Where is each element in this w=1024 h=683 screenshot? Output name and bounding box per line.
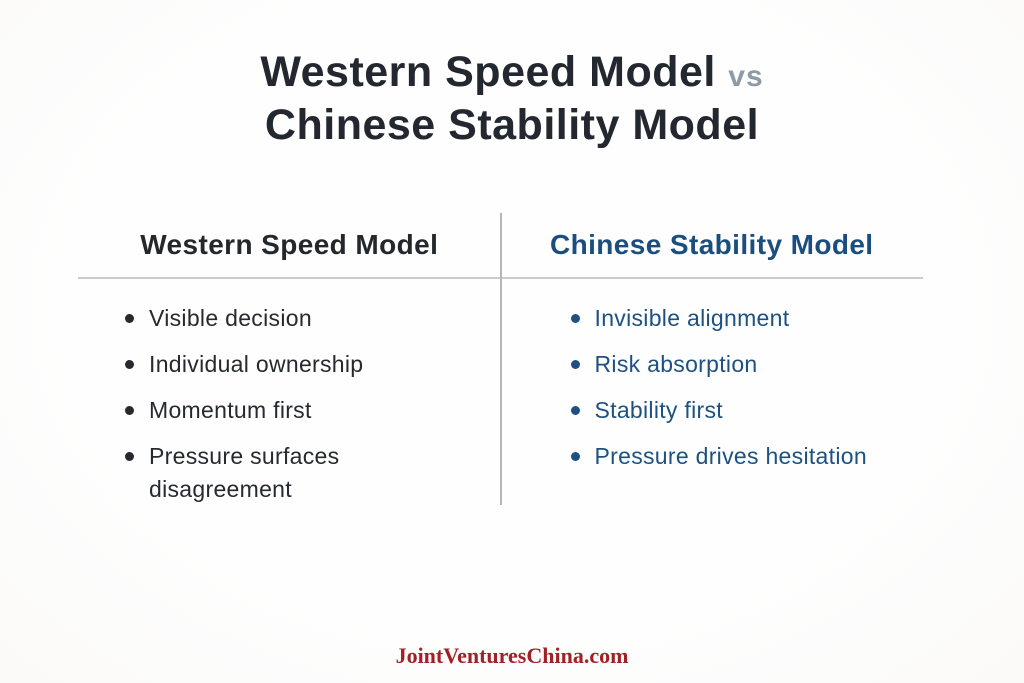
right-bullet-list: Invisible alignment Risk absorption Stab…: [569, 279, 899, 473]
list-item-label: Visible decision: [149, 305, 312, 331]
list-item-label: Pressure drives hesitation: [594, 443, 867, 469]
list-item: Risk absorption: [569, 348, 899, 381]
list-item: Visible decision: [123, 302, 403, 335]
list-item-label: Individual ownership: [149, 351, 364, 377]
list-item: Stability first: [569, 394, 899, 427]
bullet-dot: [125, 406, 134, 415]
list-item: Momentum first: [123, 394, 403, 427]
comparison-table: Western Speed Model Chinese Stability Mo…: [78, 213, 923, 505]
website-footer: JointVenturesChina.com: [395, 643, 629, 668]
bullet-dot: [125, 360, 134, 369]
list-item: Invisible alignment: [569, 302, 899, 335]
bullet-dot: [125, 452, 134, 461]
list-item-label: Momentum first: [149, 397, 312, 423]
left-bullet-list: Visible decision Individual ownership Mo…: [123, 279, 423, 506]
list-item-label: Stability first: [594, 397, 723, 423]
title-vs: vs: [728, 60, 764, 93]
title-line1: Western Speed Model: [260, 48, 716, 96]
list-item: Pressure drives hesitation: [569, 440, 899, 473]
bullet-dot: [570, 360, 580, 369]
vertical-divider: [499, 213, 502, 505]
title-line2: Chinese Stability Model: [264, 101, 760, 149]
list-item: Pressure surfaces disagreement: [123, 440, 403, 506]
bullet-dot: [570, 314, 580, 323]
slide-title: Western Speed Model vs Chinese Stability…: [22, 48, 1002, 150]
right-column-header: Chinese Stability Model: [550, 229, 874, 260]
list-item: Individual ownership: [123, 348, 403, 381]
list-item-label: Risk absorption: [594, 351, 758, 377]
right-column: Invisible alignment Risk absorption Stab…: [501, 279, 924, 486]
table-body-row: Visible decision Individual ownership Mo…: [78, 279, 923, 519]
table-header-row: Western Speed Model Chinese Stability Mo…: [78, 213, 923, 277]
list-item-label: Invisible alignment: [594, 305, 790, 331]
bullet-dot: [570, 406, 580, 415]
left-column-header: Western Speed Model: [140, 229, 439, 260]
list-item-label: Pressure surfaces disagreement: [149, 443, 340, 502]
bullet-dot: [125, 314, 134, 323]
left-column: Visible decision Individual ownership Mo…: [78, 279, 501, 519]
bullet-dot: [570, 452, 580, 461]
